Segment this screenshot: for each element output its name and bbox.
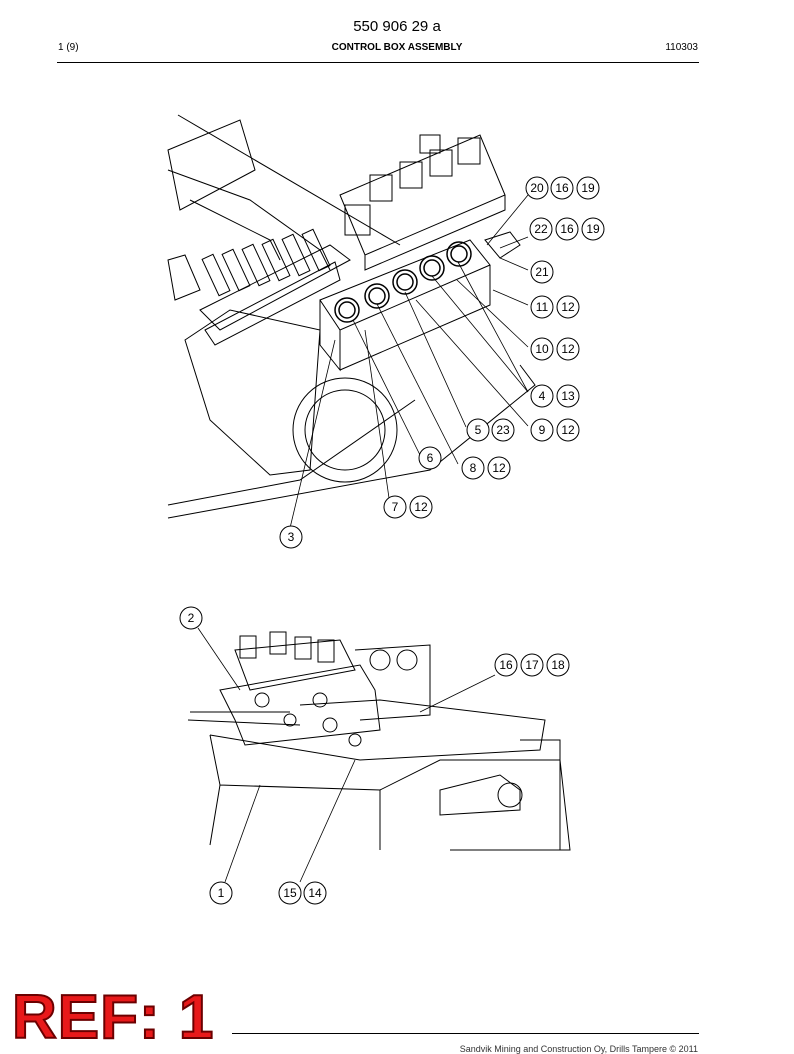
svg-text:12: 12 — [561, 423, 575, 437]
callout-16-17-18: 16 17 18 — [494, 653, 570, 677]
callout-22-16-19: 22 16 19 — [529, 217, 605, 241]
callout-5-23: 5 23 — [466, 418, 515, 442]
reference-stamp: REF: 1 — [11, 982, 215, 1053]
bottom-leader-lines — [197, 627, 496, 883]
header-rule — [57, 62, 699, 63]
svg-text:5: 5 — [475, 423, 482, 437]
svg-text:3: 3 — [288, 530, 295, 544]
callout-20-16-19: 20 16 19 — [525, 176, 600, 200]
svg-text:21: 21 — [535, 265, 549, 279]
callout-6: 6 — [418, 446, 442, 470]
svg-text:13: 13 — [561, 389, 575, 403]
svg-text:12: 12 — [492, 461, 506, 475]
svg-text:8: 8 — [470, 461, 477, 475]
svg-text:1: 1 — [218, 886, 225, 900]
bottom-assembly-illustration — [187, 631, 571, 851]
svg-text:20: 20 — [530, 181, 544, 195]
callout-7-12: 7 12 — [383, 495, 433, 519]
svg-text:16: 16 — [555, 181, 569, 195]
callout-21: 21 — [530, 260, 554, 284]
svg-text:10: 10 — [535, 342, 549, 356]
callout-8-12: 8 12 — [461, 456, 511, 480]
callout-11-12: 11 12 — [530, 295, 580, 319]
svg-text:11: 11 — [536, 300, 549, 314]
svg-text:16: 16 — [560, 222, 574, 236]
svg-text:23: 23 — [496, 423, 510, 437]
svg-text:2: 2 — [188, 611, 195, 625]
svg-text:22: 22 — [534, 222, 548, 236]
callout-15-14: 15 14 — [278, 881, 327, 905]
callout-3: 3 — [279, 525, 303, 549]
svg-text:19: 19 — [581, 181, 595, 195]
svg-text:16: 16 — [499, 658, 513, 672]
callout-2: 2 — [179, 606, 203, 630]
svg-text:7: 7 — [392, 500, 399, 514]
date-code: 110303 — [665, 42, 698, 53]
top-callouts: 20 16 19 22 16 19 21 11 12 10 12 4 13 — [279, 176, 605, 549]
page-title: CONTROL BOX ASSEMBLY — [331, 42, 463, 53]
footer-rule — [232, 1033, 699, 1034]
svg-text:14: 14 — [308, 886, 322, 900]
callout-4-13: 4 13 — [530, 384, 580, 408]
svg-text:19: 19 — [586, 222, 600, 236]
svg-text:17: 17 — [525, 658, 539, 672]
footer-copyright: Sandvik Mining and Construction Oy, Dril… — [459, 1044, 698, 1054]
svg-text:4: 4 — [539, 389, 546, 403]
top-leader-lines — [289, 194, 529, 529]
svg-text:12: 12 — [414, 500, 428, 514]
document-number: 550 906 29 a — [353, 18, 441, 35]
svg-text:12: 12 — [561, 342, 575, 356]
callout-9-12: 9 12 — [530, 418, 580, 442]
svg-text:18: 18 — [551, 658, 565, 672]
svg-text:6: 6 — [427, 451, 434, 465]
callout-1: 1 — [209, 881, 233, 905]
callout-10-12: 10 12 — [530, 337, 580, 361]
bottom-callouts: 2 16 17 18 1 15 14 — [179, 606, 570, 905]
top-assembly-illustration — [167, 114, 536, 519]
svg-text:15: 15 — [283, 886, 297, 900]
page-index: 1 (9) — [58, 42, 79, 53]
svg-text:9: 9 — [539, 423, 546, 437]
svg-text:12: 12 — [561, 300, 575, 314]
